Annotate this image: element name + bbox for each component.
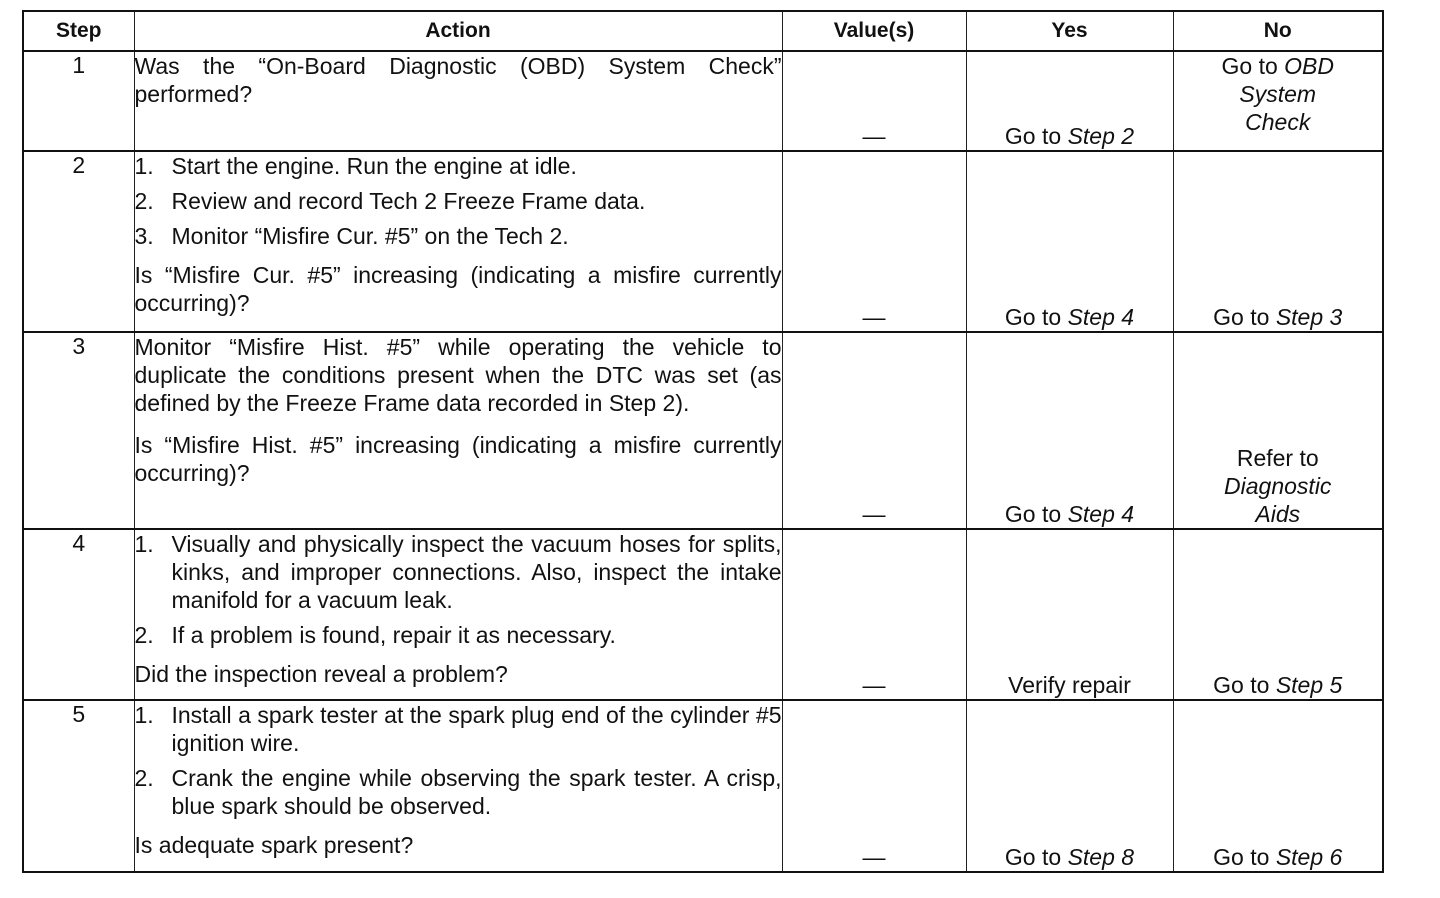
action-step-item: 1.Visually and physically inspect the va… [134, 531, 782, 613]
no-target: Step 3 [1275, 304, 1343, 330]
no-prefix: Go to [1213, 672, 1276, 698]
action-cell: Was the “On-Board Diagnostic (OBD) Syste… [133, 50, 783, 152]
no-target-line2: Aids [1255, 501, 1301, 527]
table-row: 4 1.Visually and physically inspect the … [22, 528, 1384, 701]
header-step: Step [22, 10, 135, 52]
action-steps: 1.Visually and physically inspect the va… [135, 530, 782, 649]
action-step-item: 2.Review and record Tech 2 Freeze Frame … [134, 188, 646, 214]
header-no: No [1172, 10, 1384, 52]
table-body: 1 Was the “On-Board Diagnostic (OBD) Sys… [22, 50, 1384, 873]
step-number: 2 [22, 150, 135, 333]
value-cell: — [781, 699, 967, 873]
action-cell: 1.Visually and physically inspect the va… [133, 528, 783, 701]
header-action: Action [133, 10, 783, 52]
action-step-item: 1.Install a spark tester at the spark pl… [134, 702, 782, 756]
header-row: Step Action Value(s) Yes No [22, 10, 1384, 52]
header-values: Value(s) [781, 10, 967, 52]
action-cell: Monitor “Misfire Hist. #5” while operati… [133, 331, 783, 530]
yes-prefix: Go to [1004, 501, 1068, 527]
action-step-item: 2.Crank the engine while observing the s… [134, 765, 782, 819]
action-step-item: 2.If a problem is found, repair it as ne… [134, 622, 616, 648]
yes-cell: Go to Step 4 [965, 331, 1174, 530]
action-step-item: 3.Monitor “Misfire Cur. #5” on the Tech … [134, 223, 569, 249]
action-question: Did the inspection reveal a problem? [134, 661, 508, 687]
no-cell: Go to Step 3 [1172, 150, 1384, 333]
value-cell: — [781, 528, 967, 701]
yes-target: Step 8 [1067, 844, 1135, 870]
no-target-line1: Diagnostic [1224, 473, 1332, 499]
action-question: Was the “On-Board Diagnostic (OBD) Syste… [134, 53, 782, 107]
action-question: Is “Misfire Hist. #5” increasing (indica… [134, 432, 782, 486]
table-row: 5 1.Install a spark tester at the spark … [22, 699, 1384, 873]
no-target-line1: OBD [1284, 53, 1334, 79]
value-cell: — [781, 50, 967, 152]
no-target-line2: System [1239, 81, 1317, 107]
no-prefix: Go to [1213, 844, 1276, 870]
yes-target: Step 4 [1067, 304, 1135, 330]
step-number: 3 [22, 331, 135, 530]
no-cell: Go to Step 5 [1172, 528, 1384, 701]
yes-prefix: Go to [1004, 123, 1068, 149]
yes-cell: Go to Step 4 [965, 150, 1174, 333]
yes-prefix: Go to [1004, 844, 1068, 870]
action-cell: 1.Install a spark tester at the spark pl… [133, 699, 783, 873]
yes-cell: Go to Step 8 [965, 699, 1174, 873]
table-row: 2 1.Start the engine. Run the engine at … [22, 150, 1384, 333]
value-cell: — [781, 150, 967, 333]
step-number: 5 [22, 699, 135, 873]
table-row: 3 Monitor “Misfire Hist. #5” while opera… [22, 331, 1384, 530]
no-cell: Go to OBD System Check [1172, 50, 1384, 152]
action-cell: 1.Start the engine. Run the engine at id… [133, 150, 783, 333]
diagnostic-table: Step Action Value(s) Yes No 1 Was the “O… [22, 10, 1384, 873]
yes-target: Step 2 [1067, 123, 1135, 149]
no-target-line3: Check [1245, 109, 1311, 135]
table-header: Step Action Value(s) Yes No [22, 10, 1384, 52]
value-cell: — [781, 331, 967, 530]
yes-cell: Go to Step 2 [965, 50, 1174, 152]
no-cell: Go to Step 6 [1172, 699, 1384, 873]
action-question: Is “Misfire Cur. #5” increasing (indicat… [134, 262, 782, 316]
yes-prefix: Go to [1004, 304, 1068, 330]
no-cell: Refer to Diagnostic Aids [1172, 331, 1384, 530]
action-steps: 1.Install a spark tester at the spark pl… [135, 701, 782, 820]
table-row: 1 Was the “On-Board Diagnostic (OBD) Sys… [22, 50, 1384, 152]
action-intro: Monitor “Misfire Hist. #5” while operati… [134, 334, 782, 416]
no-target: Step 5 [1275, 672, 1343, 698]
yes-target: Step 4 [1067, 501, 1135, 527]
header-yes: Yes [965, 10, 1174, 52]
no-prefix: Go to [1213, 304, 1276, 330]
action-step-item: 1.Start the engine. Run the engine at id… [134, 153, 577, 179]
yes-cell: Verify repair [965, 528, 1174, 701]
no-prefix: Refer to [1236, 445, 1319, 471]
step-number: 1 [22, 50, 135, 152]
action-question: Is adequate spark present? [134, 832, 414, 858]
step-number: 4 [22, 528, 135, 701]
no-target: Step 6 [1275, 844, 1343, 870]
no-prefix: Go to [1221, 53, 1285, 79]
action-steps: 1.Start the engine. Run the engine at id… [135, 152, 782, 250]
